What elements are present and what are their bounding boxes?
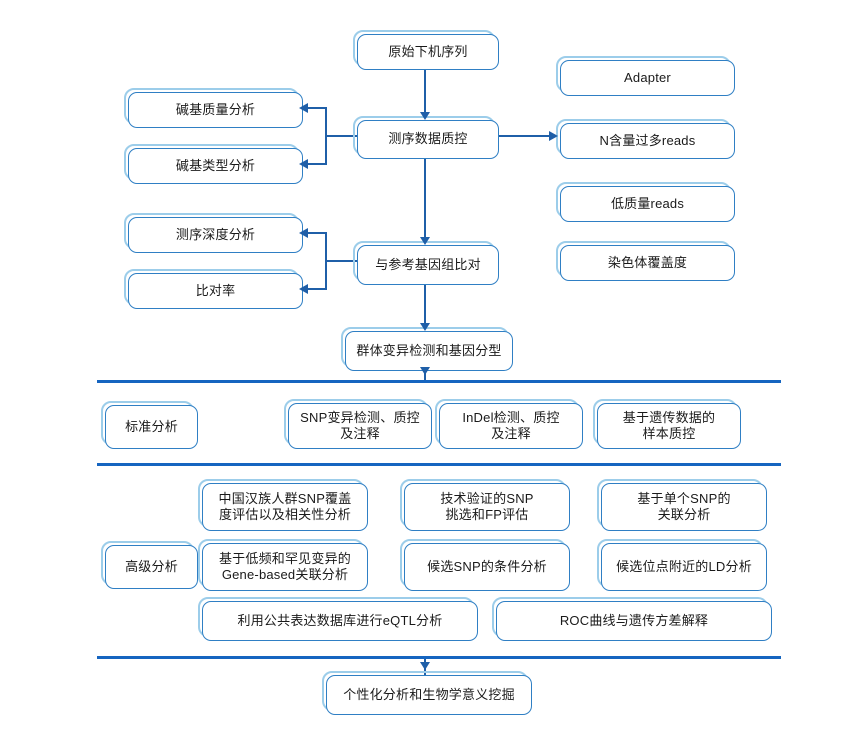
node-label: 比对率 — [195, 282, 236, 298]
node-label: 测序数据质控 — [388, 131, 468, 147]
node-han-chinese-snp-coverage-correlation[interactable]: 中国汉族人群SNP覆盖 度评估以及相关性分析 — [202, 483, 368, 531]
node-snp-variant-calling-qc-annotation[interactable]: SNP变异检测、质控 及注释 — [288, 403, 432, 449]
node-single-snp-association[interactable]: 基于单个SNP的 关联分析 — [601, 483, 767, 531]
node-label: 与参考基因组比对 — [375, 256, 481, 272]
section-label-advanced-analysis[interactable]: 高级分析 — [105, 545, 198, 589]
arrowhead-alignment-to-rate — [299, 284, 308, 294]
node-variant-calling-genotyping[interactable]: 群体变异检测和基因分型 — [345, 331, 513, 371]
node-base-type-analysis[interactable]: 碱基类型分析 — [128, 148, 303, 184]
node-label: SNP变异检测、质控 及注释 — [300, 409, 420, 441]
node-label: 基于单个SNP的 关联分析 — [637, 490, 731, 522]
connector-qc-left-spine — [325, 107, 327, 165]
node-label: 个性化分析和生物学意义挖掘 — [343, 686, 515, 702]
arrowhead-raw-to-qc — [420, 112, 430, 120]
node-label: 中国汉族人群SNP覆盖 度评估以及相关性分析 — [218, 490, 352, 522]
node-sequencing-qc[interactable]: 测序数据质控 — [357, 120, 499, 159]
arrowhead-qc-to-base-quality — [299, 103, 308, 113]
connector-alignment-to-rate — [308, 288, 327, 290]
divider-final-stage — [97, 656, 781, 659]
node-label: 候选位点附近的LD分析 — [616, 558, 752, 574]
node-personalized-analysis-biological-interpretation[interactable]: 个性化分析和生物学意义挖掘 — [326, 675, 532, 715]
connector-variant-to-standard — [424, 367, 426, 383]
node-sequencing-depth-analysis[interactable]: 测序深度分析 — [128, 217, 303, 253]
connector-alignment-left-spine — [325, 232, 327, 290]
node-low-quality-reads[interactable]: 低质量reads — [560, 186, 735, 222]
connector-qc-to-base-quality — [308, 107, 327, 109]
node-candidate-snp-conditional-analysis[interactable]: 候选SNP的条件分析 — [404, 543, 570, 591]
connector-raw-to-qc — [424, 66, 426, 116]
node-label: InDel检测、质控 及注释 — [462, 409, 560, 441]
connector-qc-to-n-reads — [493, 135, 551, 137]
arrowhead-to-final-stage — [420, 662, 430, 670]
section-label-standard-analysis[interactable]: 标准分析 — [105, 405, 198, 449]
node-label: 群体变异检测和基因分型 — [356, 342, 502, 358]
node-label: 标准分析 — [125, 418, 178, 434]
node-label: 高级分析 — [125, 558, 178, 574]
node-label: N含量过多reads — [599, 132, 696, 148]
node-indel-calling-qc-annotation[interactable]: InDel检测、质控 及注释 — [439, 403, 583, 449]
arrowhead-alignment-to-depth — [299, 228, 308, 238]
node-base-quality-analysis[interactable]: 碱基质量分析 — [128, 92, 303, 128]
divider-standard-analysis — [97, 380, 781, 383]
node-label: 低质量reads — [610, 195, 685, 211]
node-label: 染色体覆盖度 — [607, 254, 688, 270]
node-label: Adapter — [624, 69, 671, 85]
node-chromosome-coverage[interactable]: 染色体覆盖度 — [560, 245, 735, 281]
node-roc-curve-genetic-variance[interactable]: ROC曲线与遗传方差解释 — [496, 601, 772, 641]
node-label: 利用公共表达数据库进行eQTL分析 — [237, 612, 443, 628]
divider-advanced-analysis — [97, 463, 781, 466]
node-label: 候选SNP的条件分析 — [427, 558, 547, 574]
node-adapter[interactable]: Adapter — [560, 60, 735, 96]
node-n-content-reads[interactable]: N含量过多reads — [560, 123, 735, 159]
node-label: 技术验证的SNP 挑选和FP评估 — [440, 490, 534, 522]
node-label: 测序深度分析 — [175, 226, 256, 242]
node-rare-variant-gene-based-association[interactable]: 基于低频和罕见变异的 Gene-based关联分析 — [202, 543, 368, 591]
node-public-expression-eqtl-analysis[interactable]: 利用公共表达数据库进行eQTL分析 — [202, 601, 478, 641]
node-genetic-data-sample-qc[interactable]: 基于遗传数据的 样本质控 — [597, 403, 741, 449]
connector-qc-to-alignment — [424, 155, 426, 241]
arrowhead-alignment-to-variant — [420, 323, 430, 331]
node-raw-sequence[interactable]: 原始下机序列 — [357, 34, 499, 70]
node-label: 原始下机序列 — [388, 43, 468, 59]
connector-qc-to-base-type — [308, 163, 327, 165]
node-technical-validation-snp-fp[interactable]: 技术验证的SNP 挑选和FP评估 — [404, 483, 570, 531]
connector-alignment-to-variant — [424, 281, 426, 327]
node-label: 基于低频和罕见变异的 Gene-based关联分析 — [218, 550, 351, 582]
node-label: 碱基类型分析 — [175, 157, 256, 173]
arrowhead-qc-to-base-type — [299, 159, 308, 169]
arrowhead-qc-to-alignment — [420, 237, 430, 245]
arrowhead-variant-to-standard — [420, 367, 430, 375]
node-alignment-rate[interactable]: 比对率 — [128, 273, 303, 309]
arrowhead-qc-to-n-reads — [549, 131, 558, 141]
connector-alignment-to-depth — [308, 232, 327, 234]
node-reference-alignment[interactable]: 与参考基因组比对 — [357, 245, 499, 285]
connector-alignment-left-stem — [325, 260, 360, 262]
node-label: 碱基质量分析 — [175, 101, 256, 117]
node-candidate-locus-ld-analysis[interactable]: 候选位点附近的LD分析 — [601, 543, 767, 591]
node-label: 基于遗传数据的 样本质控 — [622, 409, 716, 441]
node-label: ROC曲线与遗传方差解释 — [559, 612, 709, 628]
connector-qc-left-stem — [325, 135, 360, 137]
